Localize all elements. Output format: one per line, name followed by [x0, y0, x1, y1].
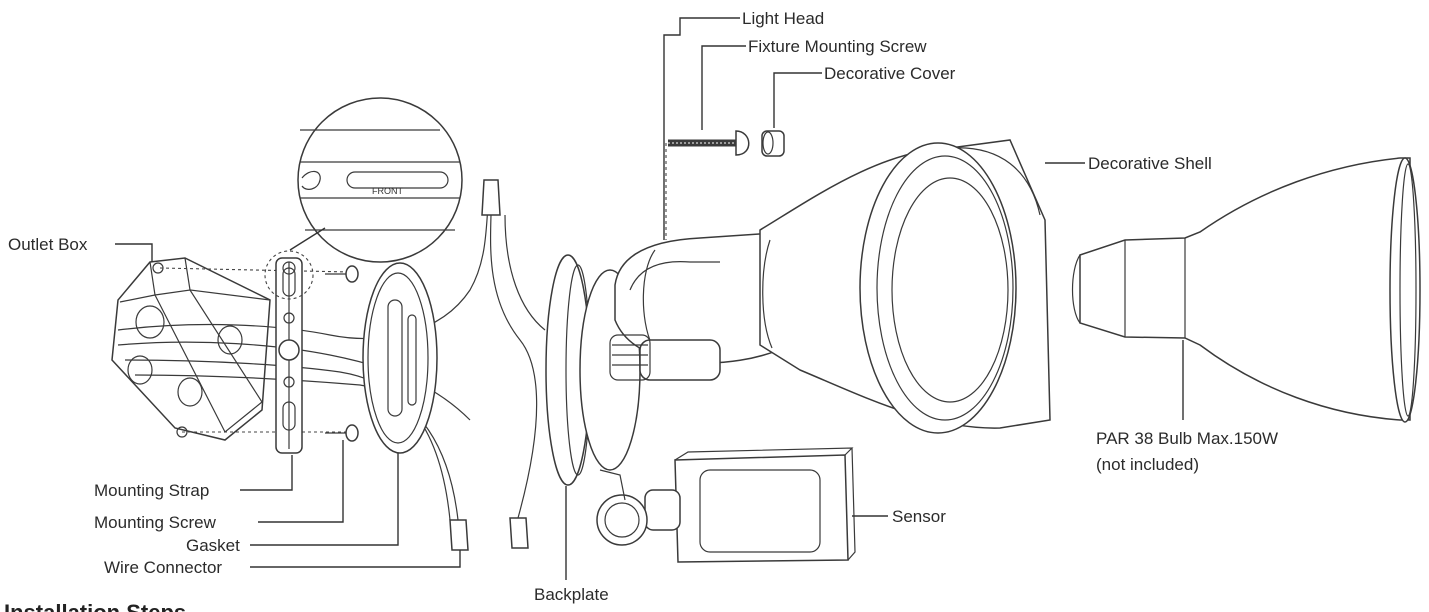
sensor-label: Sensor: [892, 507, 946, 526]
wire-connector-label: Wire Connector: [104, 558, 222, 577]
decorative-shell-label: Decorative Shell: [1088, 154, 1212, 173]
mounting-screw-top-drawing: [325, 265, 359, 283]
mounting-screw-label: Mounting Screw: [94, 513, 217, 532]
wire-connectors-drawing: [449, 179, 546, 551]
front-label: FRONT: [372, 186, 403, 196]
fixture-mounting-screw-label: Fixture Mounting Screw: [748, 37, 927, 56]
backplate-label: Backplate: [534, 585, 609, 604]
gasket-drawing: [362, 262, 438, 454]
front-detail-inset: FRONT: [297, 97, 463, 263]
mounting-strap-label: Mounting Strap: [94, 481, 209, 500]
outlet-box-label: Outlet Box: [8, 235, 88, 254]
decorative-shell-drawing: [759, 139, 1051, 434]
bulb-label-line1: PAR 38 Bulb Max.150W: [1096, 429, 1278, 448]
section-title: Installation Steps: [4, 600, 186, 612]
mounting-screw-bottom-drawing: [325, 424, 359, 442]
sensor-drawing: [596, 447, 856, 563]
bulb-label-line2: (not included): [1096, 455, 1199, 474]
fixture-mounting-screw-drawing: [668, 130, 750, 156]
outlet-box-drawing: [111, 257, 271, 441]
mounting-strap-drawing: [275, 257, 303, 454]
par38-bulb-drawing: [1071, 157, 1421, 423]
light-head-label: Light Head: [742, 9, 824, 28]
decorative-cover-label: Decorative Cover: [824, 64, 956, 83]
decorative-cover-drawing: [761, 130, 785, 157]
gasket-label: Gasket: [186, 536, 240, 555]
light-head-drawing: [609, 231, 791, 381]
